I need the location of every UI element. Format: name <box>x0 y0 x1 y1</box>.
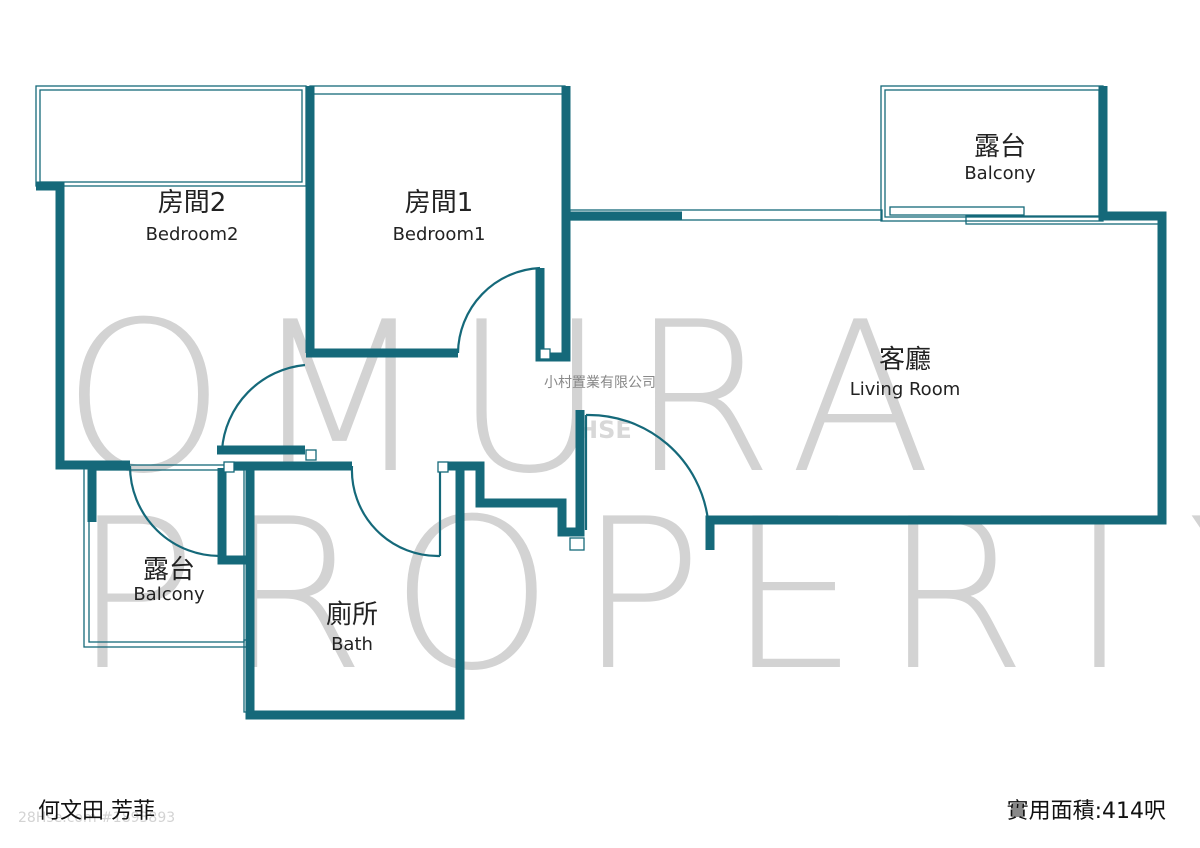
doors <box>128 266 710 558</box>
company-label: 小村置業有限公司 <box>544 375 656 391</box>
sliding-door-1 <box>889 206 1025 216</box>
jamb-entrance <box>569 537 585 551</box>
jamb-balcony-left <box>223 461 235 473</box>
living-room-label-en: Living Room <box>850 379 961 400</box>
door-bath <box>350 465 441 558</box>
watermark: OMURA PROPERTY HSE <box>62 278 1200 717</box>
bedroom1-label-cn: 房間1 <box>405 188 474 218</box>
window-bedroom2-inner <box>39 89 303 183</box>
balcony-left-label-cn: 露台 <box>143 555 195 585</box>
bath-label-en: Bath <box>331 634 373 655</box>
room-labels: 房間2 Bedroom2 房間1 Bedroom1 露台 Balcony 客廳 … <box>133 132 1036 655</box>
door-jambs <box>223 348 585 551</box>
living-room-label-cn: 客廳 <box>879 345 931 375</box>
door-bedroom1 <box>456 266 541 354</box>
balcony-top-label-en: Balcony <box>964 163 1036 184</box>
walls <box>36 86 1167 720</box>
area-label: 實用面積:414呎 <box>1006 799 1166 824</box>
wall-living-outer <box>705 86 1167 550</box>
watermark-code: 28Hse.com #1893893 <box>18 810 175 826</box>
bedroom2-label-cn: 房間2 <box>158 188 227 218</box>
door-entrance <box>585 413 710 521</box>
jamb-hall <box>305 449 317 461</box>
door-balcony-left <box>128 465 223 558</box>
door-bedroom2 <box>220 363 306 451</box>
wall-bedroom2-left <box>36 181 130 470</box>
bedroom1-label-en: Bedroom1 <box>393 224 486 245</box>
watermark-omura: OMURA <box>62 278 956 520</box>
window-fill <box>45 95 298 177</box>
wall-bedroom1-right <box>535 86 571 362</box>
window-bedroom1 <box>309 85 566 95</box>
wall-corridor <box>448 410 585 537</box>
wall-balcony-left-right <box>217 468 246 565</box>
jamb-bath <box>437 461 449 473</box>
wall-bath <box>245 466 465 720</box>
balcony-left-label-en: Balcony <box>133 584 205 605</box>
watermark-property: PROPERTY <box>72 475 1200 717</box>
balcony-top-label-cn: 露台 <box>974 132 1026 162</box>
jamb-bedroom1 <box>539 348 551 360</box>
location-label: 何文田 芳菲 <box>38 799 155 824</box>
bedroom2-label-en: Bedroom2 <box>146 224 239 245</box>
bath-label-cn: 廁所 <box>326 600 378 630</box>
